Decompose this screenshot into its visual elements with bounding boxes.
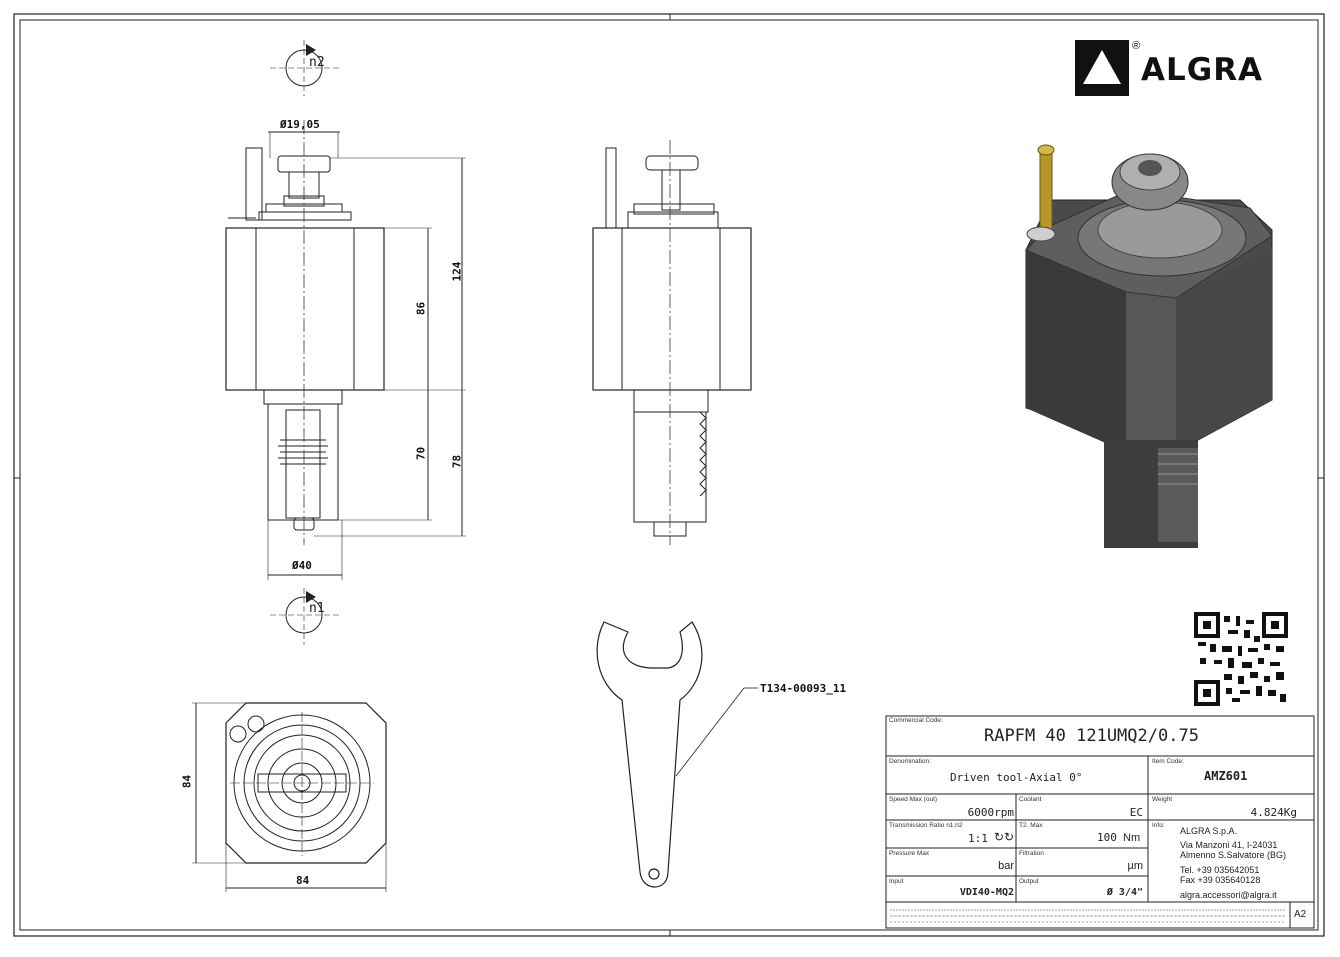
algra-logo: ® ALGRA — [1075, 40, 1295, 98]
address-line-2: Almenno S.Salvatore (BG) — [1180, 850, 1287, 860]
dim-top-diameter: Ø19,05 — [280, 118, 320, 131]
dim-body-height: 86 — [414, 301, 428, 316]
ratio-caption: Transmission Ratio n1:n2 — [889, 822, 963, 829]
denomination-caption: Denomination: — [889, 758, 931, 765]
weight-caption: Weight — [1152, 796, 1173, 803]
output-caption: Output — [1019, 878, 1039, 885]
pressure-caption: Pressure Max — [889, 850, 930, 857]
coolant-caption: Coolant — [1019, 796, 1042, 803]
speed-caption: Speed Max (out) — [889, 796, 938, 803]
torque: 100 — [1097, 831, 1117, 844]
ratio: 1:1 — [968, 832, 988, 845]
info-caption: Info: — [1152, 822, 1165, 829]
torque-caption: T2. Max — [1019, 822, 1043, 829]
dim-shank-total: 78 — [450, 454, 464, 469]
title-block: Commercial Code: RAPFM 40 121UMQ2/0.75 D… — [886, 716, 1314, 928]
fax: Fax +39 035640128 — [1180, 875, 1261, 885]
input-caption: Input — [889, 878, 904, 885]
dim-side-width: 84 — [296, 874, 310, 887]
filtration-unit: µm — [1127, 860, 1143, 872]
company: ALGRA S.p.A. — [1180, 826, 1238, 836]
wrench-reference: T134-00093_11 — [760, 682, 847, 695]
dim-total-height: 124 — [450, 261, 464, 282]
filtration-caption: Filtration — [1019, 850, 1044, 857]
rotation-label-n2: n2 — [309, 55, 325, 70]
item-code: AMZ601 — [1204, 769, 1248, 783]
telephone: Tel. +39 035642051 — [1180, 865, 1260, 875]
item-code-caption: Item Code: — [1152, 758, 1184, 765]
torque-unit: Nm — [1123, 832, 1141, 844]
input: VDI40-MQ2 — [959, 887, 1014, 898]
coolant: EC — [1129, 806, 1143, 819]
dim-shank-diameter: Ø40 — [292, 559, 312, 572]
sheet-size: A2 — [1294, 909, 1307, 920]
speed: 6000rpm — [967, 806, 1014, 819]
output: Ø 3/4" — [1106, 887, 1143, 898]
pressure-unit: bar — [998, 860, 1014, 872]
rotation-label-n1: n1 — [309, 601, 325, 616]
email: algra.accessori@algra.it — [1180, 890, 1277, 900]
commercial-code: RAPFM 40 121UMQ2/0.75 — [984, 726, 1199, 746]
brand-name: ALGRA — [1141, 52, 1264, 88]
commercial-code-caption: Commercial Code: — [889, 717, 943, 724]
dim-side-height: 84 — [180, 774, 194, 789]
rotation-symbols-icon: ↻↻ — [994, 830, 1015, 844]
logo-mark — [1075, 40, 1129, 96]
address-line-1: Via Manzoni 41, I-24031 — [1180, 840, 1278, 850]
denomination: Driven tool-Axial 0° — [950, 771, 1083, 784]
qr-pattern — [1194, 612, 1288, 706]
dim-shank-height: 70 — [414, 446, 428, 461]
registered-mark: ® — [1132, 40, 1141, 52]
weight: 4.824Kg — [1250, 806, 1297, 819]
